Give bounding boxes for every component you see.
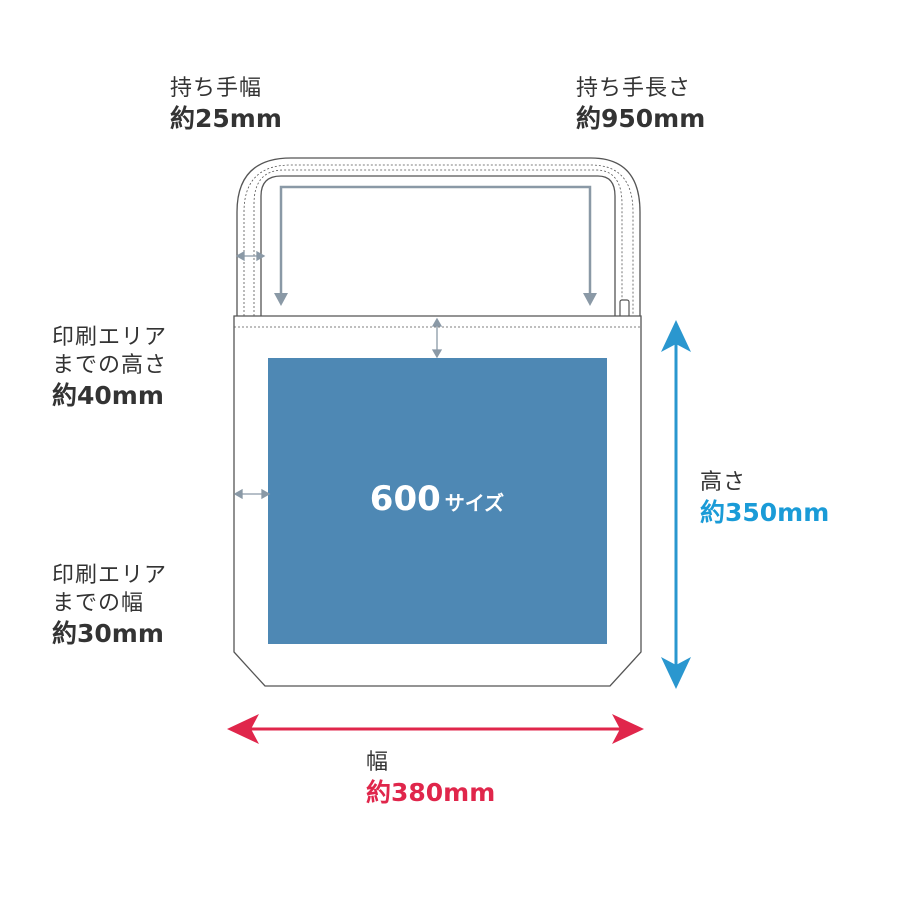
handle-width-label: 持ち手幅 約25mm xyxy=(170,76,282,133)
handle-length-title: 持ち手長さ xyxy=(576,76,692,101)
side-margin-line2: までの幅 xyxy=(52,591,145,616)
top-margin-arrow xyxy=(431,317,443,359)
side-margin-line1: 印刷エリア xyxy=(52,563,168,588)
top-margin-value: 約40mm xyxy=(52,381,164,410)
handle-width-value: 約25mm xyxy=(170,104,282,133)
bag-handle xyxy=(236,157,641,316)
handle-width-arrow xyxy=(235,250,266,262)
handle-tab xyxy=(619,299,630,319)
handle-length-arrow xyxy=(279,185,592,295)
side-margin-arrow xyxy=(233,488,271,500)
top-margin-line2: までの高さ xyxy=(52,353,168,378)
height-title: 高さ xyxy=(700,470,747,495)
handle-width-title: 持ち手幅 xyxy=(170,76,263,101)
side-margin-label: 印刷エリア までの幅 約30mm xyxy=(52,563,168,648)
top-margin-label: 印刷エリア までの高さ 約40mm xyxy=(52,325,168,410)
side-margin-value: 約30mm xyxy=(52,619,164,648)
top-margin-line1: 印刷エリア xyxy=(52,325,168,350)
width-title: 幅 xyxy=(366,750,390,775)
print-size-suffix: サイズ xyxy=(445,491,504,515)
print-size-number: 600 xyxy=(370,479,441,519)
print-area xyxy=(268,358,607,644)
height-label: 高さ 約350mm xyxy=(700,470,830,527)
handle-length-arrowhead-right xyxy=(583,293,597,306)
handle-length-value: 約950mm xyxy=(576,104,706,133)
width-arrow xyxy=(227,714,644,744)
height-value: 約350mm xyxy=(700,498,830,527)
handle-length-label: 持ち手長さ 約950mm xyxy=(576,76,706,133)
width-value: 約380mm xyxy=(366,778,496,807)
width-label: 幅 約380mm xyxy=(366,750,496,807)
height-arrow xyxy=(661,320,691,689)
handle-length-arrowhead-left xyxy=(274,293,288,306)
